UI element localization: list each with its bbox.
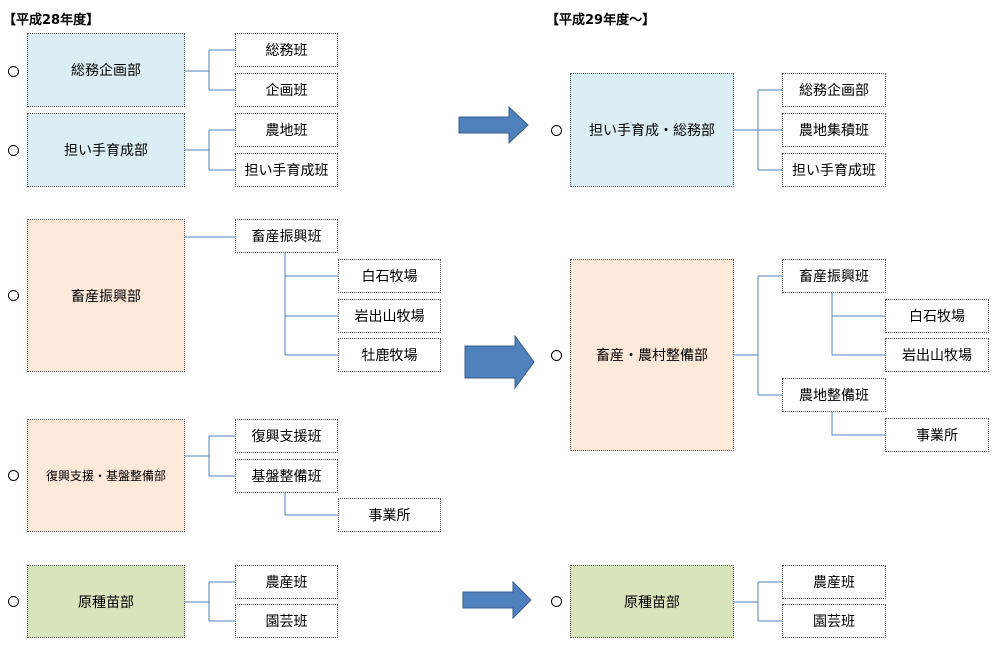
before-heading: 【平成28年度】 xyxy=(3,13,100,28)
unit-box: 企画班 xyxy=(235,73,338,107)
bullet-circle xyxy=(551,350,562,361)
unit-box: 農産班 xyxy=(782,565,886,599)
subunit-box: 牡鹿牧場 xyxy=(338,338,441,372)
dept-box: 畜産・農村整備部 xyxy=(570,259,734,451)
unit-box: 基盤整備班 xyxy=(235,459,338,493)
unit-box: 園芸班 xyxy=(235,604,338,638)
subunit-box: 岩出山牧場 xyxy=(338,299,441,333)
bullet-circle xyxy=(8,66,19,77)
unit-box: 総務班 xyxy=(235,33,338,67)
unit-box: 農地整備班 xyxy=(782,378,886,412)
arrow-3 xyxy=(462,580,532,620)
unit-box: 農地班 xyxy=(235,113,338,147)
dept-box: 畜産振興部 xyxy=(27,219,185,372)
unit-box: 農地集積班 xyxy=(782,113,886,147)
unit-box: 担い手育成班 xyxy=(235,153,338,187)
unit-box: 畜産振興班 xyxy=(235,219,338,253)
dept-box: 総務企画部 xyxy=(27,33,185,107)
subunit-box: 白石牧場 xyxy=(885,299,989,333)
unit-box: 総務企画部 xyxy=(782,73,886,107)
dept-box: 担い手育成部 xyxy=(27,113,185,187)
bullet-circle xyxy=(8,470,19,481)
bullet-circle xyxy=(551,125,562,136)
unit-box: 畜産振興班 xyxy=(782,259,886,293)
bullet-circle xyxy=(551,596,562,607)
unit-box: 担い手育成班 xyxy=(782,153,886,187)
dept-box: 担い手育成・総務部 xyxy=(570,73,734,187)
bullet-circle xyxy=(8,145,19,156)
unit-box: 復興支援班 xyxy=(235,419,338,453)
subunit-box: 事業所 xyxy=(885,418,989,452)
after-heading: 【平成29年度～】 xyxy=(546,13,656,28)
arrow-2 xyxy=(464,334,535,390)
subunit-box: 白石牧場 xyxy=(338,259,441,293)
unit-box: 園芸班 xyxy=(782,604,886,638)
arrow-1 xyxy=(458,105,529,145)
dept-box: 原種苗部 xyxy=(570,565,734,638)
dept-box: 原種苗部 xyxy=(27,565,185,638)
bullet-circle xyxy=(8,290,19,301)
unit-box: 農産班 xyxy=(235,565,338,599)
subunit-box: 岩出山牧場 xyxy=(885,338,989,372)
bullet-circle xyxy=(8,596,19,607)
subunit-box: 事業所 xyxy=(338,498,441,532)
dept-box: 復興支援・基盤整備部 xyxy=(27,419,185,532)
